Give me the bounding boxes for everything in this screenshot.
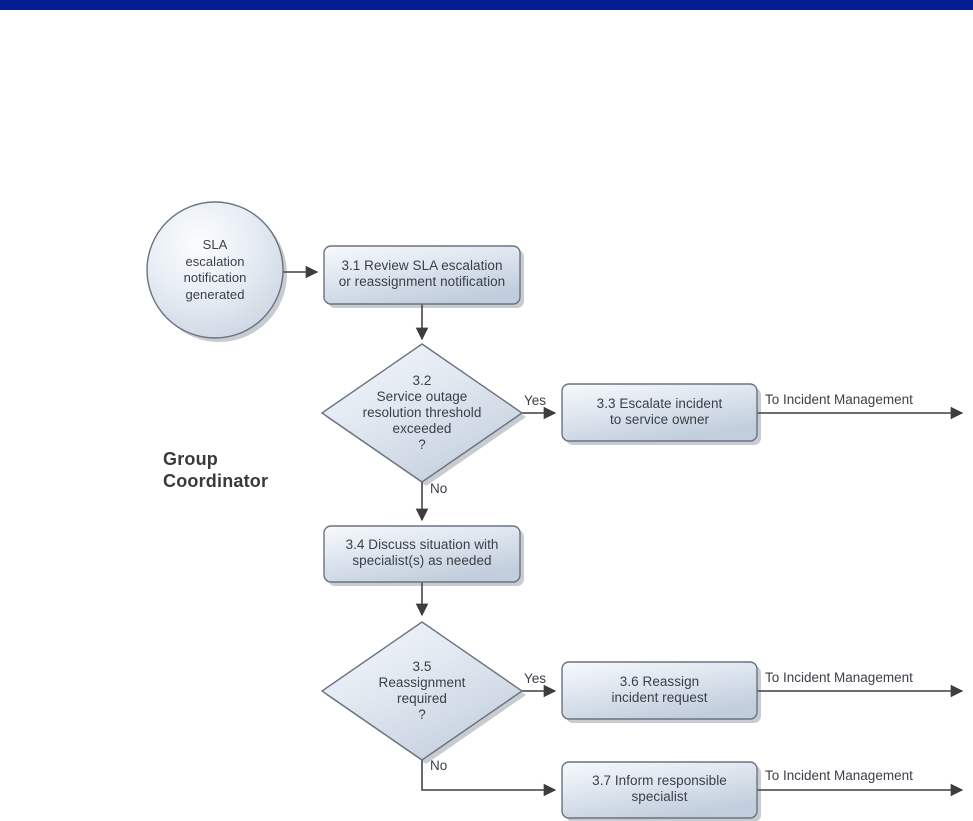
- top-banner-bar: [0, 0, 973, 10]
- edge-label-no-3-2: No: [430, 481, 448, 496]
- process-3-6-reassign-incident-request[interactable]: [561, 661, 758, 720]
- edge-label-to-incident-management-3-7: To Incident Management: [765, 768, 913, 783]
- process-3-1-review-sla-escalation[interactable]: [323, 245, 521, 305]
- edge-label-to-incident-management-3-3: To Incident Management: [765, 392, 913, 407]
- edge-label-yes-3-2: Yes: [524, 393, 547, 408]
- decision-3-5-reassignment-required[interactable]: [320, 621, 524, 761]
- connectors: [283, 265, 964, 797]
- decision-3-2-service-outage-threshold[interactable]: [320, 343, 524, 483]
- edge-label-to-incident-management-3-6: To Incident Management: [765, 670, 913, 685]
- lane-label-group-coordinator: Group Coordinator: [163, 449, 269, 491]
- process-3-7-inform-responsible-specialist[interactable]: [561, 761, 758, 819]
- edge-label-no-3-5: No: [430, 758, 448, 773]
- process-3-4-discuss-situation[interactable]: [323, 525, 521, 583]
- edge-label-yes-3-5: Yes: [524, 671, 547, 686]
- start-node-sla-escalation[interactable]: [146, 201, 284, 339]
- process-3-3-escalate-incident[interactable]: [561, 383, 758, 442]
- connector-3-5-no-to-3-7: [421, 760, 557, 797]
